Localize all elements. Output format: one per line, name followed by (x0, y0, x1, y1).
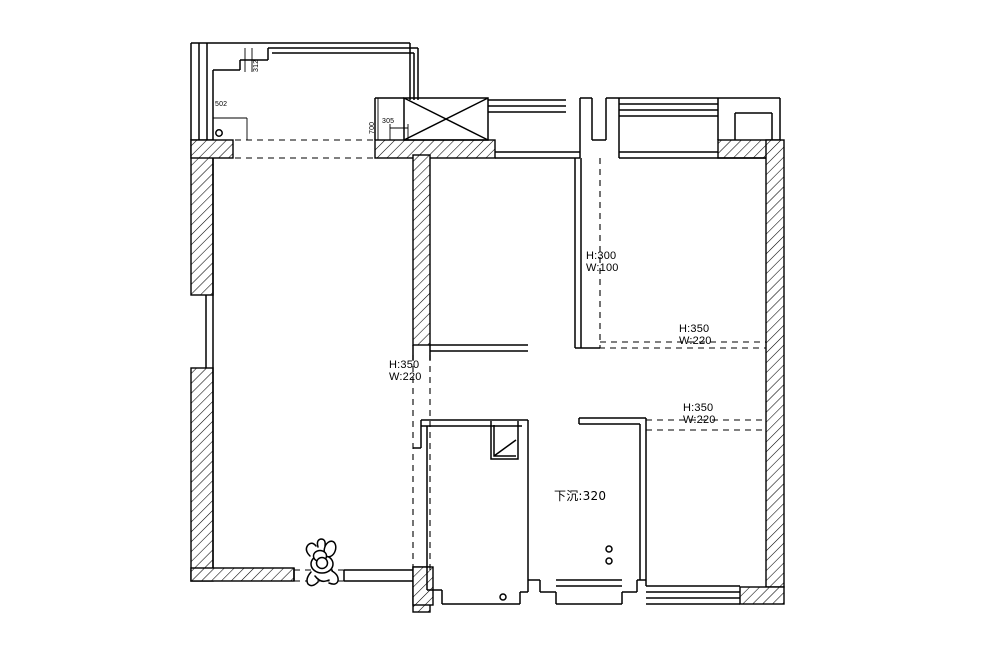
dimension-leaders (212, 48, 409, 141)
opening-label-right-lower-w220: W:220 (683, 414, 716, 426)
dimension-312: 312 (253, 59, 260, 72)
opening-label-right-lower-h350: H:350 (683, 402, 714, 414)
dimension-305: 305 (382, 118, 395, 125)
opening-label-right-upper-h350: H:350 (679, 323, 710, 335)
opening-label-right-upper-w220: W:220 (679, 335, 712, 347)
opening-label-center-h350: H:350 (389, 359, 420, 371)
dimension-502: 502 (215, 101, 228, 108)
opening-label-center-w220: W:220 (389, 371, 422, 383)
interior-partitions (190, 42, 781, 605)
dimension-700: 700 (369, 121, 376, 134)
pet-figure-icon (305, 538, 339, 587)
sunken-floor-label: 下沉:320 (554, 489, 607, 503)
opening-label-w100: W:100 (586, 262, 619, 274)
opening-label-h300: H:300 (586, 250, 617, 262)
opening-dashed-lines (213, 139, 766, 582)
